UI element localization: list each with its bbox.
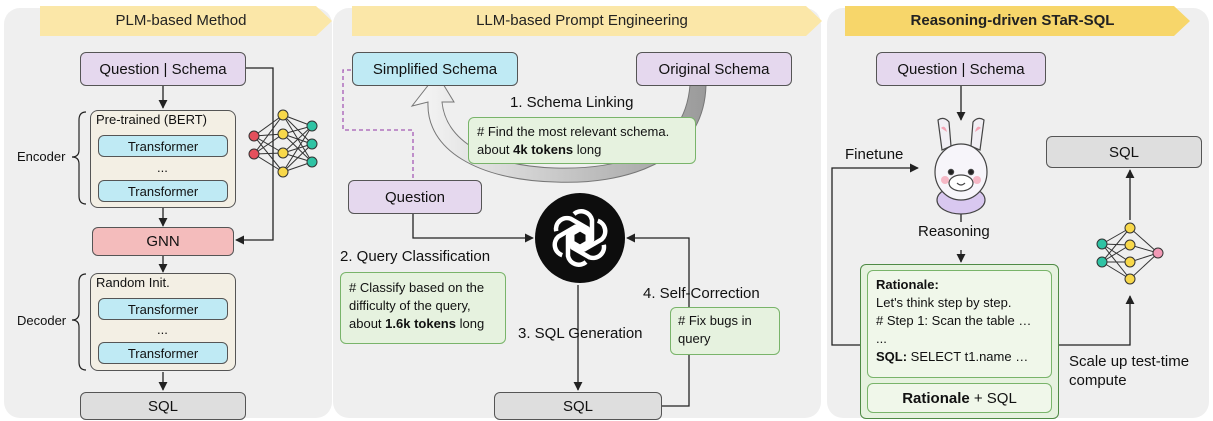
rationale-line1: Let's think step by step. [876, 295, 1012, 310]
reasoning-label: Reasoning [918, 223, 990, 240]
star-question-schema-box: Question | Schema [876, 52, 1046, 86]
rationale-line3: ... [876, 331, 887, 346]
decoder-transformer-1-text: Transformer [127, 301, 199, 317]
rationale-title: Rationale: [876, 277, 939, 292]
query-classification-label: 2. Query Classification [340, 248, 491, 265]
scale-up-label: Scale up test-time compute [1069, 353, 1190, 389]
plm-title: PLM-based Method [115, 12, 247, 29]
simplified-schema-text: Simplified Schema [372, 60, 498, 78]
decoder-transformer-2: Transformer [98, 342, 228, 364]
star-question-schema-text: Question | Schema [897, 60, 1025, 78]
decoder-ellipsis: ... [157, 322, 168, 337]
sql-generation-label: 3. SQL Generation [518, 325, 643, 342]
classify-note: # Classify based on the difficulty of th… [340, 272, 506, 344]
rationale-sql-text: Rationale + SQL [902, 389, 1017, 407]
fix-line1: # Fix bugs in [678, 313, 752, 328]
plm-title-banner: PLM-based Method [40, 6, 332, 36]
star-sql-box: SQL [1046, 136, 1202, 168]
rationale-card: Rationale: Let's think step by step. # S… [867, 270, 1052, 378]
pretrained-label: Pre-trained (BERT) [96, 112, 208, 127]
llm-title-banner: LLM-based Prompt Engineering [352, 6, 822, 36]
encoder-transformer-1: Transformer [98, 135, 228, 157]
fix-line2: query [678, 331, 711, 346]
schema-linking-label: 1. Schema Linking [510, 94, 634, 111]
rationale-sql-line: SQL: SELECT t1.name … [876, 349, 1029, 364]
finetune-label: Finetune [845, 146, 904, 163]
encoder-transformer-1-text: Transformer [127, 138, 199, 154]
fix-bugs-note: # Fix bugs in query [670, 307, 780, 355]
classify-line1: # Classify based on the [349, 280, 485, 295]
find-schema-note: # Find the most relevant schema. about 4… [468, 117, 696, 164]
random-init-label: Random Init. [96, 275, 170, 290]
llm-question-text: Question [384, 188, 446, 206]
gnn-box: GNN [92, 227, 234, 256]
classify-line3: about 1.6k tokens long [349, 316, 485, 331]
star-title: Reasoning-driven STaR-SQL [910, 12, 1115, 29]
plm-sql-text: SQL [147, 397, 178, 415]
plm-sql-box: SQL [80, 392, 246, 420]
decoder-transformer-1: Transformer [98, 298, 228, 320]
rationale-line2: # Step 1: Scan the table … [876, 313, 1032, 328]
plm-question-schema-box: Question | Schema [80, 52, 246, 86]
simplified-schema-box: Simplified Schema [352, 52, 518, 86]
original-schema-box: Original Schema [636, 52, 792, 86]
encoder-transformer-2: Transformer [98, 180, 228, 202]
star-title-banner: Reasoning-driven STaR-SQL [845, 6, 1190, 36]
find-schema-line1: # Find the most relevant schema. [477, 124, 670, 139]
llm-sql-box: SQL [494, 392, 662, 420]
gnn-text: GNN [146, 233, 180, 250]
encoder-ellipsis: ... [157, 160, 168, 175]
encoder-label: Encoder [17, 149, 66, 164]
llm-title: LLM-based Prompt Engineering [476, 12, 688, 29]
original-schema-text: Original Schema [658, 60, 770, 78]
star-sql-text: SQL [1108, 143, 1139, 161]
plm-question-schema-text: Question | Schema [99, 60, 227, 78]
find-schema-line2: about 4k tokens long [477, 142, 602, 157]
llm-question-box: Question [348, 180, 482, 214]
llm-sql-text: SQL [562, 397, 593, 415]
decoder-label: Decoder [17, 313, 67, 328]
self-correction-label: 4. Self-Correction [643, 285, 760, 302]
classify-line2: difficulty of the query, [349, 298, 471, 313]
decoder-transformer-2-text: Transformer [127, 345, 199, 361]
rationale-sql-box: Rationale + SQL [867, 383, 1052, 413]
encoder-transformer-2-text: Transformer [127, 183, 199, 199]
